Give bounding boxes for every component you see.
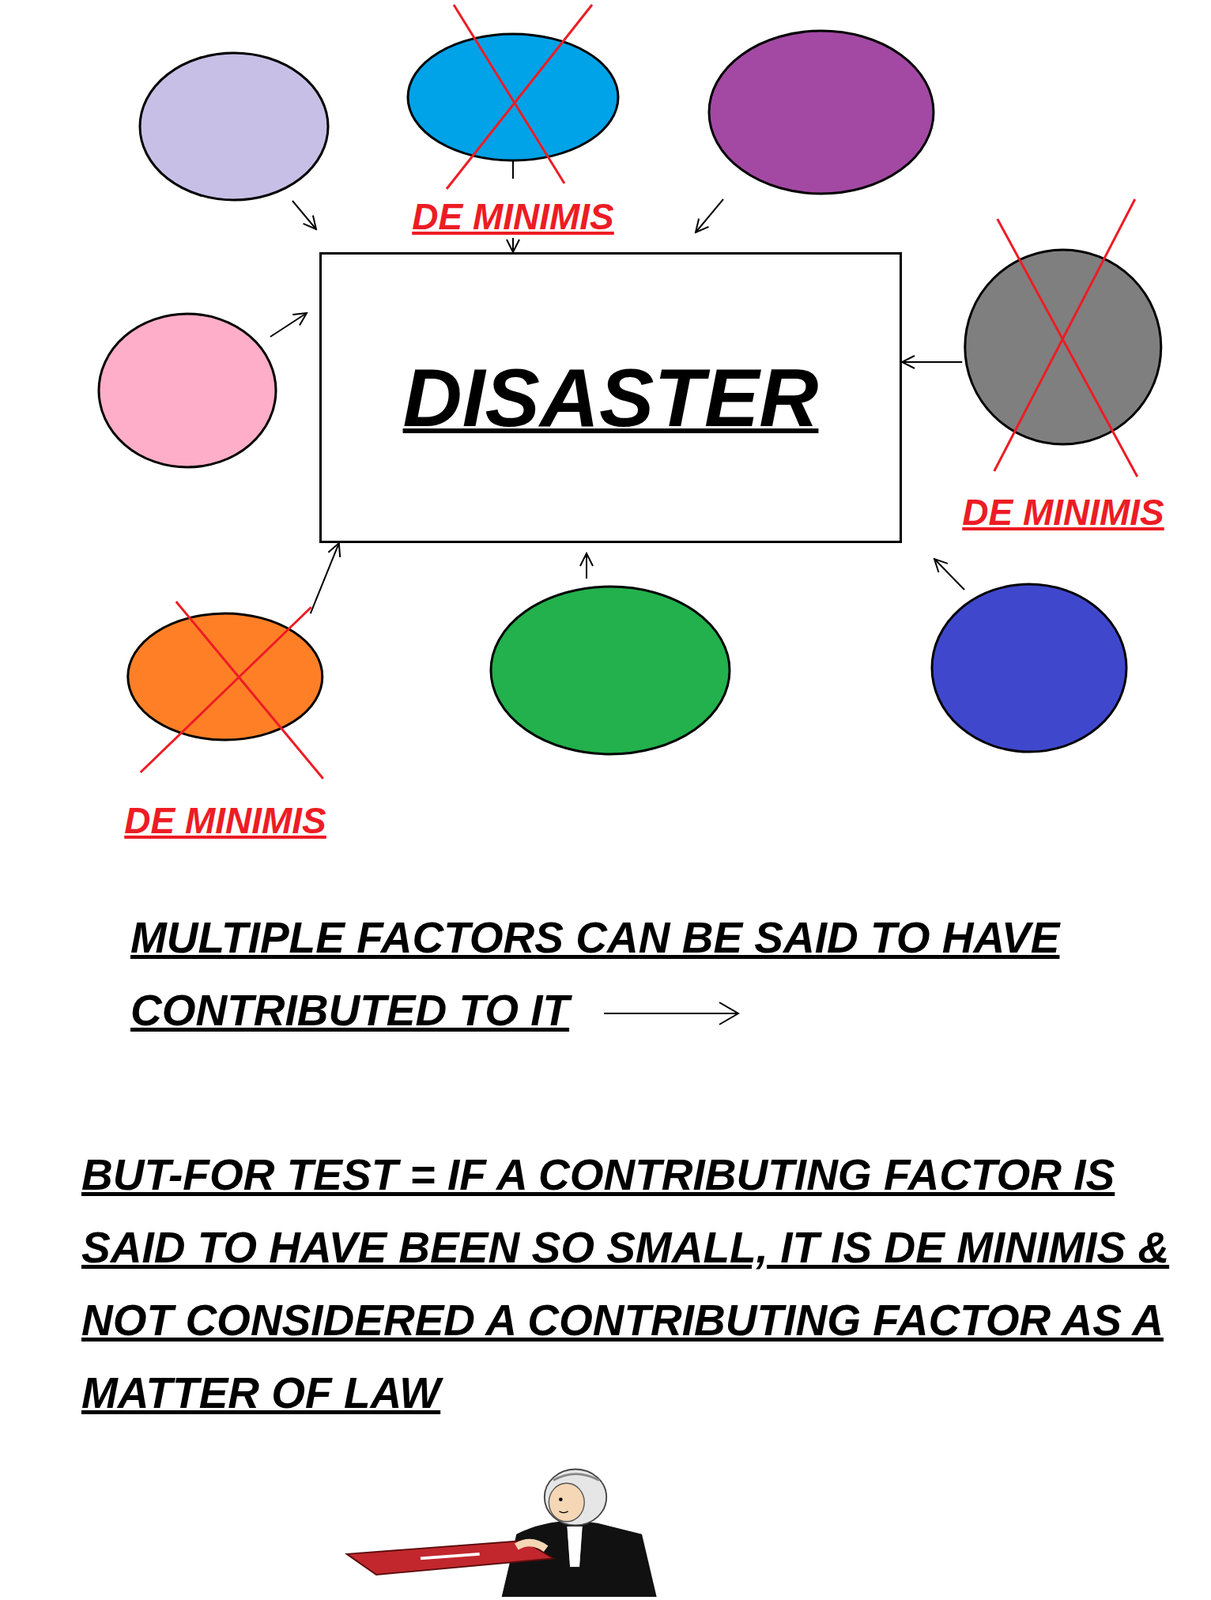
factor-arrow	[695, 199, 724, 233]
factor-ellipse: DE MINIMIS	[124, 613, 327, 842]
de-minimis-label: DE MINIMIS	[411, 196, 615, 238]
factor-ellipse	[98, 313, 276, 468]
cross-out-line	[140, 607, 312, 773]
ellipse-shape	[962, 249, 1165, 534]
arrow-connector	[512, 237, 514, 253]
arrow-connector	[310, 543, 340, 614]
stub-line	[512, 160, 514, 179]
outcome-box: DISASTER	[319, 252, 902, 544]
definition-text: BUT-FOR TEST = IF A CONTRIBUTING FACTOR …	[81, 1138, 1189, 1430]
pointer-arrow-head	[719, 1002, 739, 1025]
factor-ellipse: DE MINIMIS	[407, 33, 619, 238]
ellipse-group	[965, 199, 1162, 477]
factor-ellipse	[709, 30, 934, 194]
ellipse-group	[128, 601, 324, 779]
cross-out-line	[446, 4, 593, 189]
de-minimis-label: DE MINIMIS	[124, 799, 327, 842]
factor-ellipse	[490, 586, 730, 755]
cross-out-line	[997, 218, 1138, 477]
factor-arrow	[585, 553, 588, 579]
factor-ellipse-outline	[128, 613, 323, 740]
definition-text: BUT-FOR TEST = IF A CONTRIBUTING FACTOR …	[81, 1150, 1170, 1418]
cross-out-line	[994, 199, 1136, 472]
factor-ellipse-outline	[965, 249, 1162, 445]
de-minimis-label: DE MINIMIS	[962, 491, 1165, 534]
factor-ellipse-outline	[407, 33, 619, 161]
cross-out-line	[176, 601, 324, 779]
ellipse-group	[407, 4, 619, 189]
factor-ellipse	[139, 52, 329, 200]
statement-text: MULTIPLE FACTORS CAN BE SAID TO HAVE CON…	[130, 912, 1060, 1035]
pointer-arrow	[600, 997, 744, 1030]
cross-out-line	[453, 4, 565, 184]
factor-ellipse: DE MINIMIS	[962, 249, 1165, 534]
factor-arrow	[934, 558, 965, 590]
judge-illustration	[331, 1463, 790, 1597]
factor-arrow	[270, 313, 307, 337]
statement-text: MULTIPLE FACTORS CAN BE SAID TO HAVE CON…	[130, 901, 1119, 1047]
pointer-arrow-shaft	[603, 1012, 739, 1015]
outcome-title: DISASTER	[403, 350, 819, 446]
factor-arrow	[292, 200, 317, 230]
arrow-connector	[901, 361, 963, 363]
factor-ellipse	[931, 584, 1127, 752]
